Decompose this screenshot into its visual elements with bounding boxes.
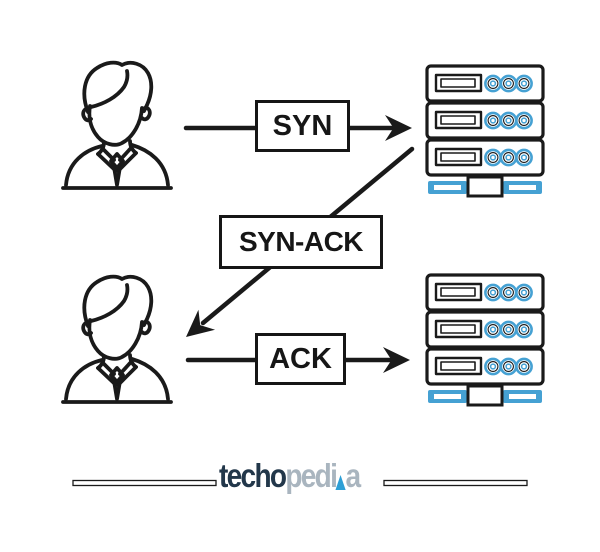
footer-divider-left xyxy=(72,479,217,487)
ack-label: ACK xyxy=(269,342,332,375)
logo-text-light: pedi xyxy=(285,457,338,494)
syn-label: SYN xyxy=(272,109,333,142)
logo-text-dark: techo xyxy=(219,457,287,494)
footer-divider-right xyxy=(383,479,528,487)
up-triangle-icon xyxy=(335,475,346,490)
person-icon xyxy=(61,60,173,190)
person-icon xyxy=(61,274,173,404)
ack-label-box: ACK xyxy=(255,333,346,385)
syn-ack-label: SYN-ACK xyxy=(238,226,364,257)
logo-text-light-end: a xyxy=(345,457,362,494)
server-rack-icon xyxy=(427,66,543,196)
server-rack-icon xyxy=(427,275,543,405)
syn-label-box: SYN xyxy=(255,100,350,152)
syn-ack-label-box: SYN-ACK xyxy=(219,215,383,269)
